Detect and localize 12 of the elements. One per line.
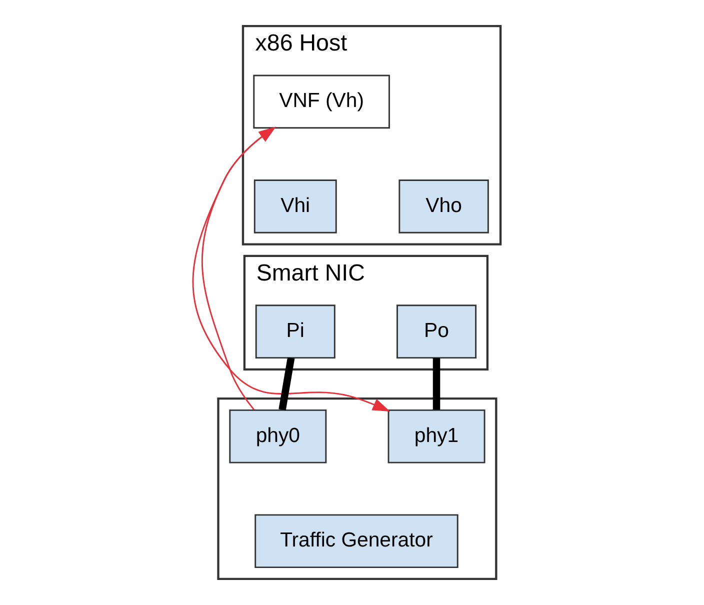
connector	[278, 357, 294, 410]
connector	[432, 358, 440, 410]
node-box: Po	[396, 304, 476, 359]
arrow	[201, 126, 276, 410]
node-box: Traffic Generator	[254, 514, 458, 568]
node-box: VNF (Vh)	[252, 74, 390, 129]
node-box: Vho	[398, 180, 488, 234]
node-box: Pi	[254, 304, 335, 359]
node-box: Vhi	[253, 180, 336, 234]
node-box: phy1	[387, 409, 485, 464]
arrow	[192, 127, 390, 412]
node-box: phy0	[228, 409, 326, 464]
